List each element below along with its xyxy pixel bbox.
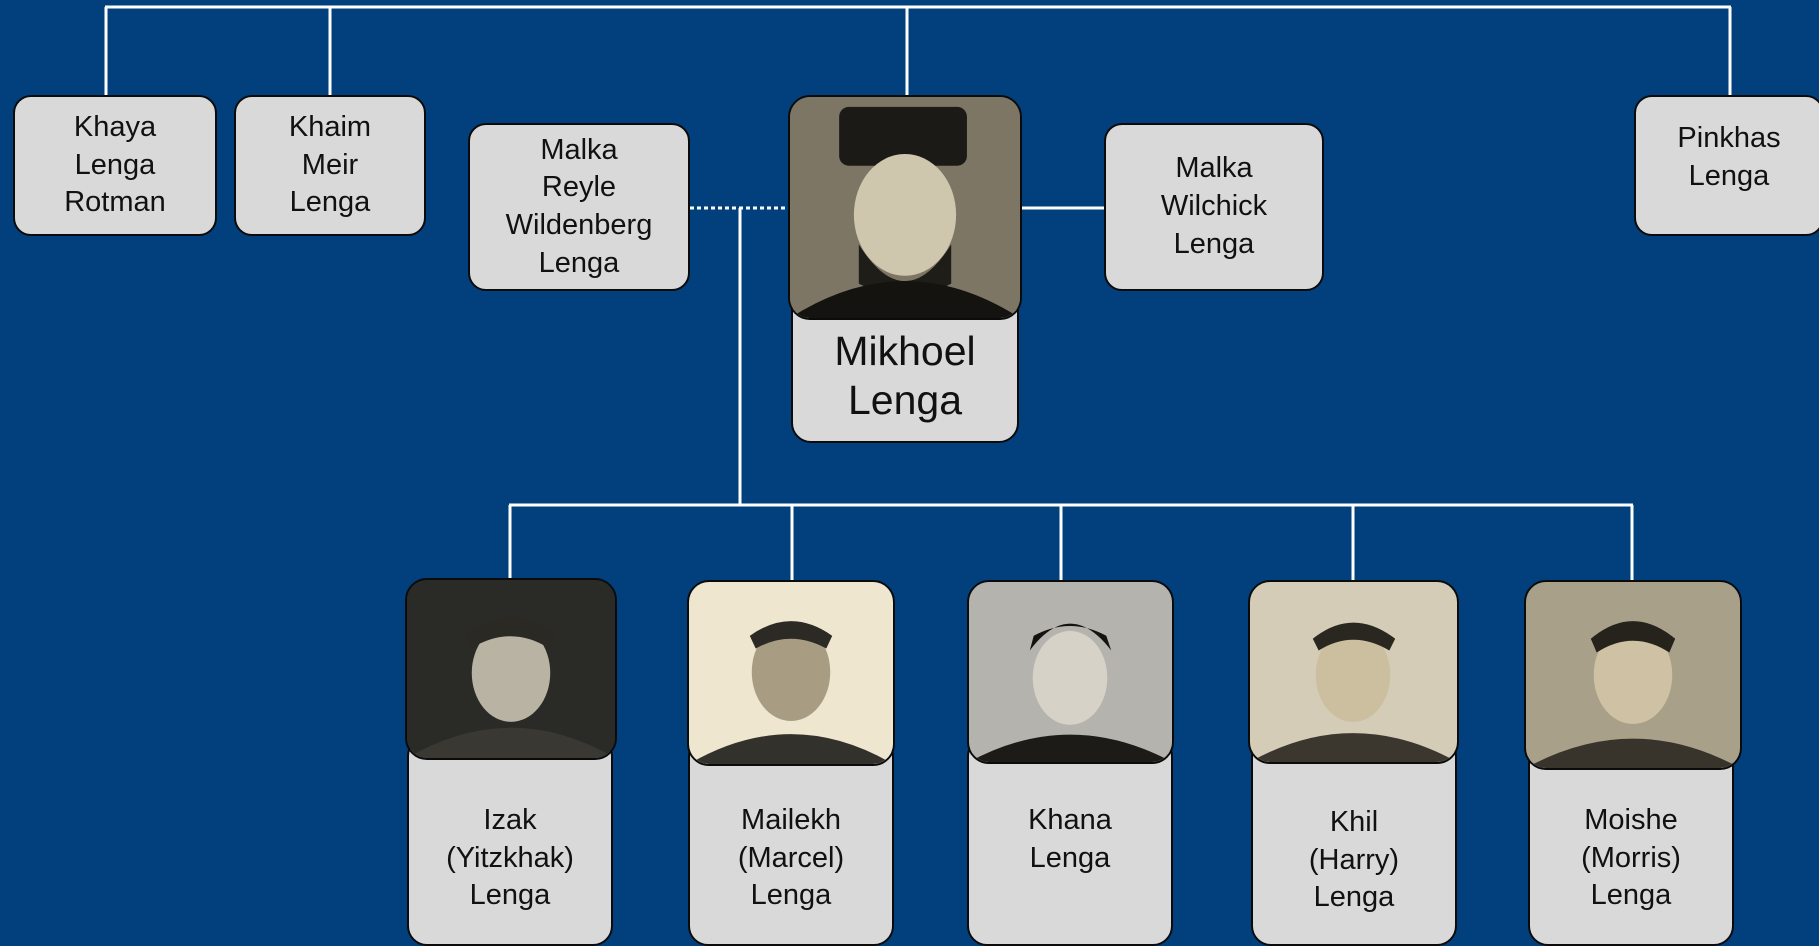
person-box-khil-lenga: Khil (Harry) Lenga <box>1251 736 1457 946</box>
name-line: Lenga <box>1590 879 1672 912</box>
person-box-malka-reyle-wildenberg-lenga: Malka Reyle Wildenberg Lenga <box>468 123 690 291</box>
person-box-mailekh-lenga: Mailekh (Marcel) Lenga <box>688 736 894 946</box>
name-line: Mikhoel <box>834 328 976 374</box>
name-line: Khaim <box>288 110 372 143</box>
name-line: Izak <box>483 804 537 836</box>
name-line: (Marcel) <box>737 841 845 874</box>
portrait-photo-khil <box>1248 580 1459 764</box>
portrait-photo-khana <box>967 580 1174 764</box>
name-line: Lenga <box>469 879 551 912</box>
name-line: Wilchick <box>1160 190 1268 223</box>
name-line: Reyle <box>541 171 617 204</box>
name-line: Lenga <box>847 377 962 424</box>
name-line: (Harry) <box>1308 843 1400 876</box>
name-line: (Yitzkhak) <box>446 841 574 874</box>
name-line: Malka <box>540 133 618 166</box>
person-box-khaya-lenga-rotman: Khaya Lenga Rotman <box>13 95 217 236</box>
name-line: Khana <box>1028 804 1112 836</box>
name-line: Khil <box>1329 806 1379 838</box>
portrait-photo-izak <box>405 578 617 760</box>
name-line: Rotman <box>64 186 166 219</box>
name-line: Mailekh <box>741 804 841 836</box>
name-line: Lenga <box>1173 227 1255 260</box>
name-line: Moishe <box>1584 804 1678 836</box>
name-line: Meir <box>301 148 359 181</box>
person-box-izak-lenga: Izak (Yitzkhak) Lenga <box>407 736 613 946</box>
name-line: Lenga <box>1313 881 1395 914</box>
portrait-photo-moishe <box>1524 580 1742 770</box>
person-box-moishe-lenga: Moishe (Morris) Lenga <box>1528 736 1734 946</box>
name-line: Lenga <box>74 148 156 181</box>
person-box-khaim-meir-lenga: Khaim Meir Lenga <box>234 95 426 236</box>
name-line: Lenga <box>1029 841 1111 874</box>
name-line: Khaya <box>73 110 157 143</box>
name-line: (Morris) <box>1581 841 1681 874</box>
person-box-khana-lenga: Khana Lenga <box>967 736 1173 946</box>
name-line: Pinkhas <box>1677 121 1781 154</box>
name-line: Lenga <box>289 186 371 219</box>
person-box-malka-wilchick-lenga: Malka Wilchick Lenga <box>1104 123 1324 291</box>
name-line: Lenga <box>538 246 620 279</box>
portrait-photo-mailekh <box>687 580 895 766</box>
name-line: Lenga <box>1688 159 1770 192</box>
person-box-pinkhas-lenga: Pinkhas Lenga <box>1634 95 1819 236</box>
name-line: Lenga <box>750 879 832 912</box>
portrait-photo-mikhoel <box>788 95 1022 320</box>
name-line: Wildenberg <box>505 209 653 241</box>
name-line: Malka <box>1175 152 1253 185</box>
